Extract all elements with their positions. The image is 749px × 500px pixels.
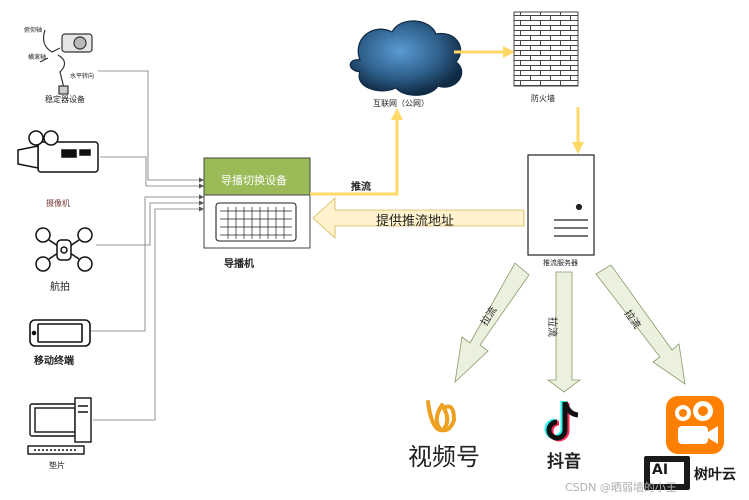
douyin-label: 抖音 — [547, 452, 581, 472]
switch-device-label: 导播切换设备 — [221, 174, 287, 187]
firewall-icon — [513, 11, 579, 87]
provide-address-arrow — [312, 197, 525, 239]
drone-icon — [35, 227, 93, 272]
cloud-to-firewall-arrow — [454, 46, 515, 58]
provide-address-label: 提供推流地址 — [376, 214, 455, 229]
push-label: 推流 — [351, 182, 371, 193]
pad-label: 垫片 — [49, 461, 65, 470]
csdn-watermark: CSDN @晒弱墙的小王 — [565, 481, 677, 494]
camera-label: 摄像机 — [46, 199, 70, 208]
watermark-ai-badge: AI — [652, 462, 669, 478]
gimbal-part-label: 水平转向 — [70, 73, 95, 80]
keyboard-icon — [215, 202, 297, 242]
watermark-brand: 树叶云 — [694, 467, 736, 483]
gimbal-part-label: 俯仰轴 — [24, 27, 43, 34]
firewall-label: 防火墙 — [531, 94, 555, 103]
server-icon — [527, 154, 595, 256]
firewall-to-server-arrow — [572, 107, 584, 154]
video-camera-icon — [17, 130, 99, 173]
desktop-computer-icon — [27, 397, 92, 455]
push-arrow — [310, 108, 403, 196]
kuaishou-logo — [666, 396, 724, 454]
wechat-channels-label: 视频号 — [408, 443, 480, 471]
device-connectors — [91, 70, 202, 421]
internet-cloud-icon — [349, 20, 463, 96]
watermark-badge — [644, 456, 690, 490]
pull-label: 拉流 — [546, 317, 557, 337]
connector-arrowheads — [199, 177, 204, 212]
director-label: 导播机 — [224, 259, 254, 270]
drone-label: 航拍 — [50, 282, 70, 293]
switch-header — [203, 157, 311, 196]
stabilizer-label: 稳定器设备 — [45, 95, 85, 104]
gimbal-part-label: 横滚轴 — [28, 54, 47, 61]
mobile-label: 移动终端 — [34, 356, 74, 367]
director-machine — [203, 157, 311, 249]
server-label: 推流服务器 — [543, 259, 578, 267]
wechat-channels-logo — [426, 400, 456, 433]
internet-label: 互联网（公网） — [373, 99, 429, 108]
pull-arrows — [454, 262, 686, 393]
douyin-logo — [544, 401, 579, 442]
gimbal-icon — [39, 29, 93, 95]
mobile-phone-icon — [29, 319, 91, 347]
